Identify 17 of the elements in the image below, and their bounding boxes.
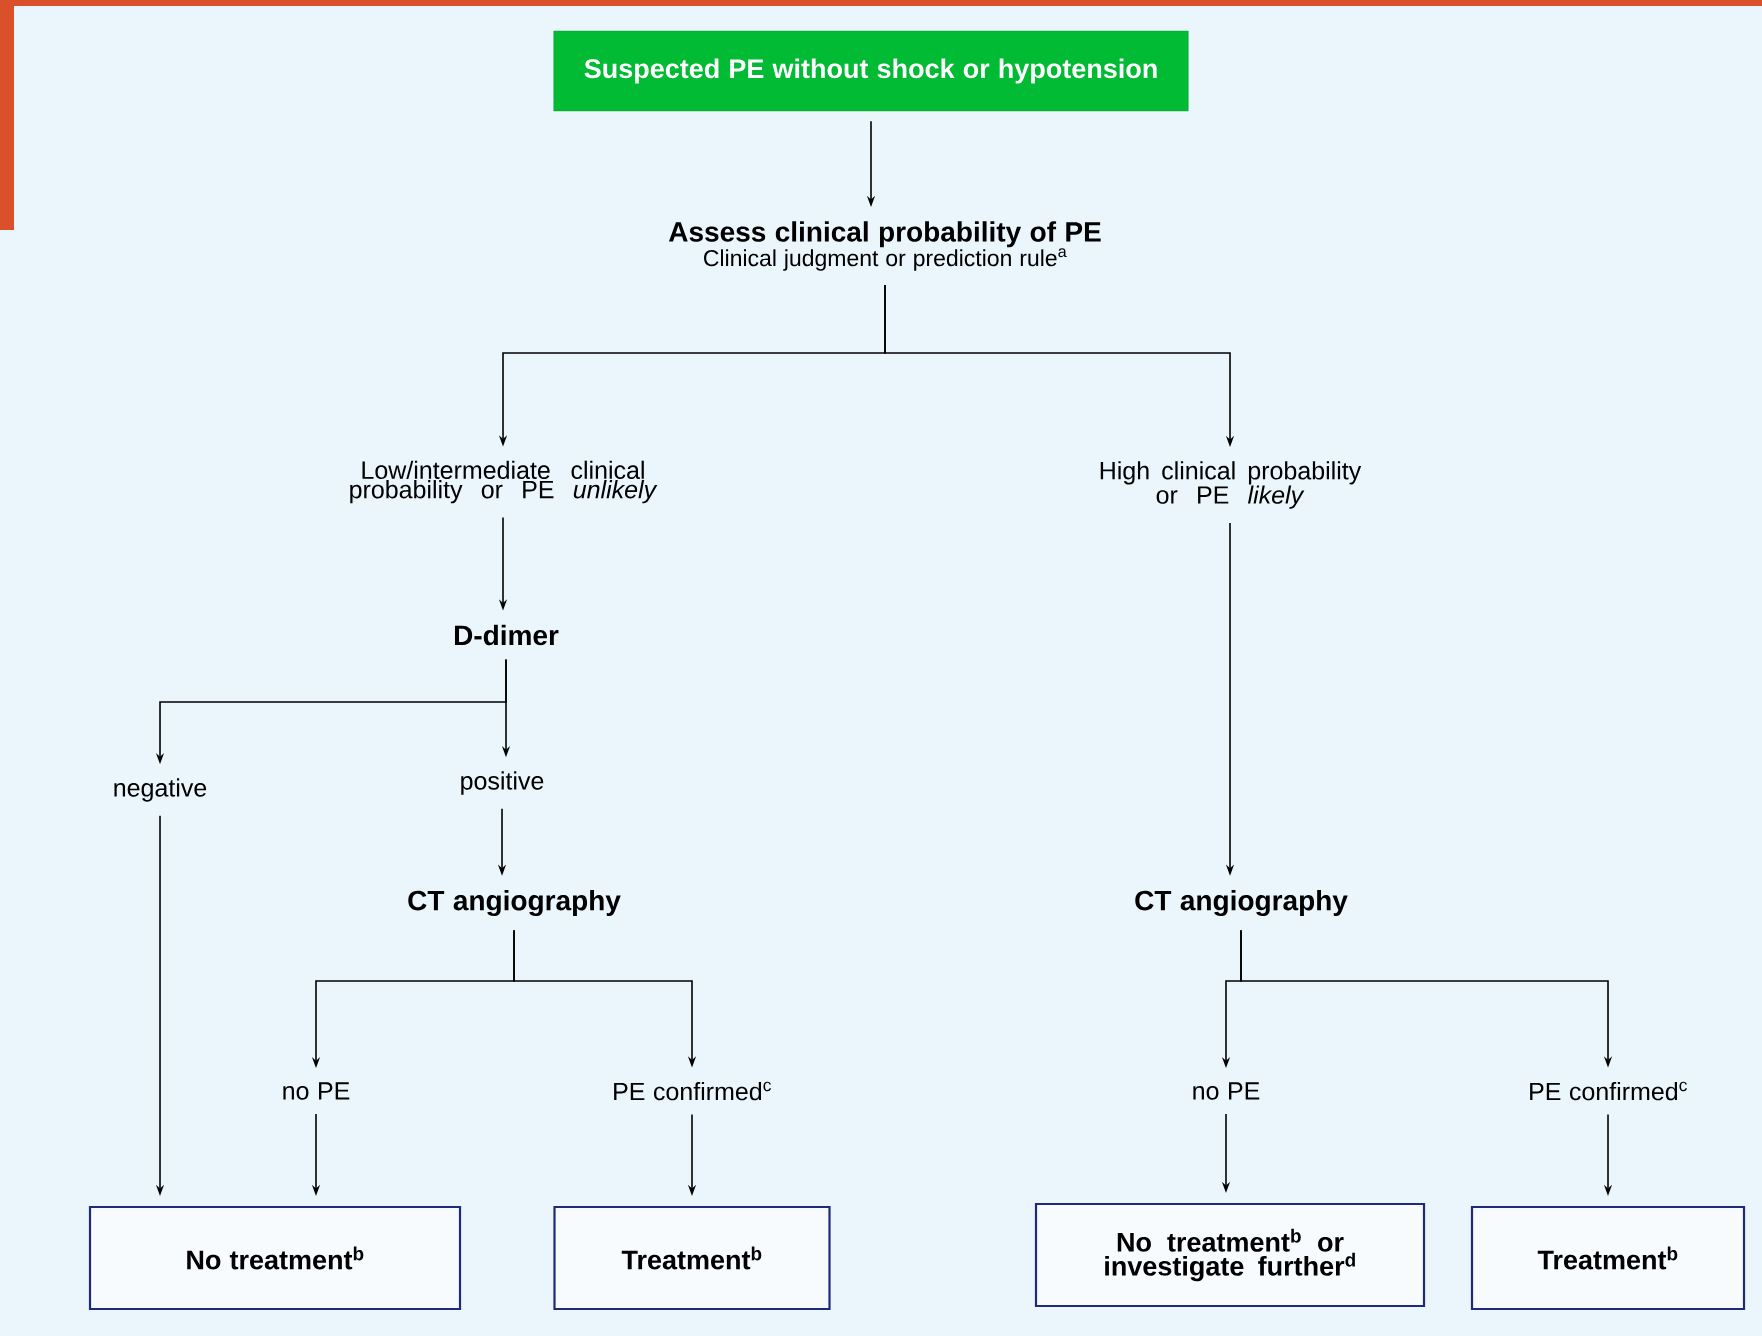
step-text: CT angiography (408, 889, 621, 917)
branch-text: no PE (283, 1082, 350, 1100)
branch-text: PE confirmed$^{c}$ (1530, 1081, 1687, 1101)
branch-text: Low/intermediate clinical probability or PE unlikely (350, 460, 658, 504)
outcome-box: No treatment$^{b}$ or investigate further$^{d}$ (1034, 1202, 1426, 1308)
branch-text: positive (461, 771, 544, 795)
outcome-box: Treatment$^{b}$ (553, 1205, 831, 1311)
branch-text: PE confirmed$^{c}$ (614, 1081, 771, 1101)
branch-text: High clinical probability or PE likely (1100, 461, 1362, 509)
start-box: Suspected PE without shock or hypotension (553, 30, 1189, 112)
branch-text: no PE (1193, 1082, 1260, 1100)
step-text: Assess clinical probability of PE Clinical judgment or prediction rule$^{a}$ (668, 221, 1101, 271)
branch-text: negative (114, 778, 207, 802)
step-text: D-dimer (455, 624, 559, 646)
outcome-box: Treatment$^{b}$ (1470, 1205, 1746, 1311)
outcome-box: No treatment$^{b}$ (88, 1205, 462, 1311)
step-text: CT angiography (1135, 889, 1348, 917)
